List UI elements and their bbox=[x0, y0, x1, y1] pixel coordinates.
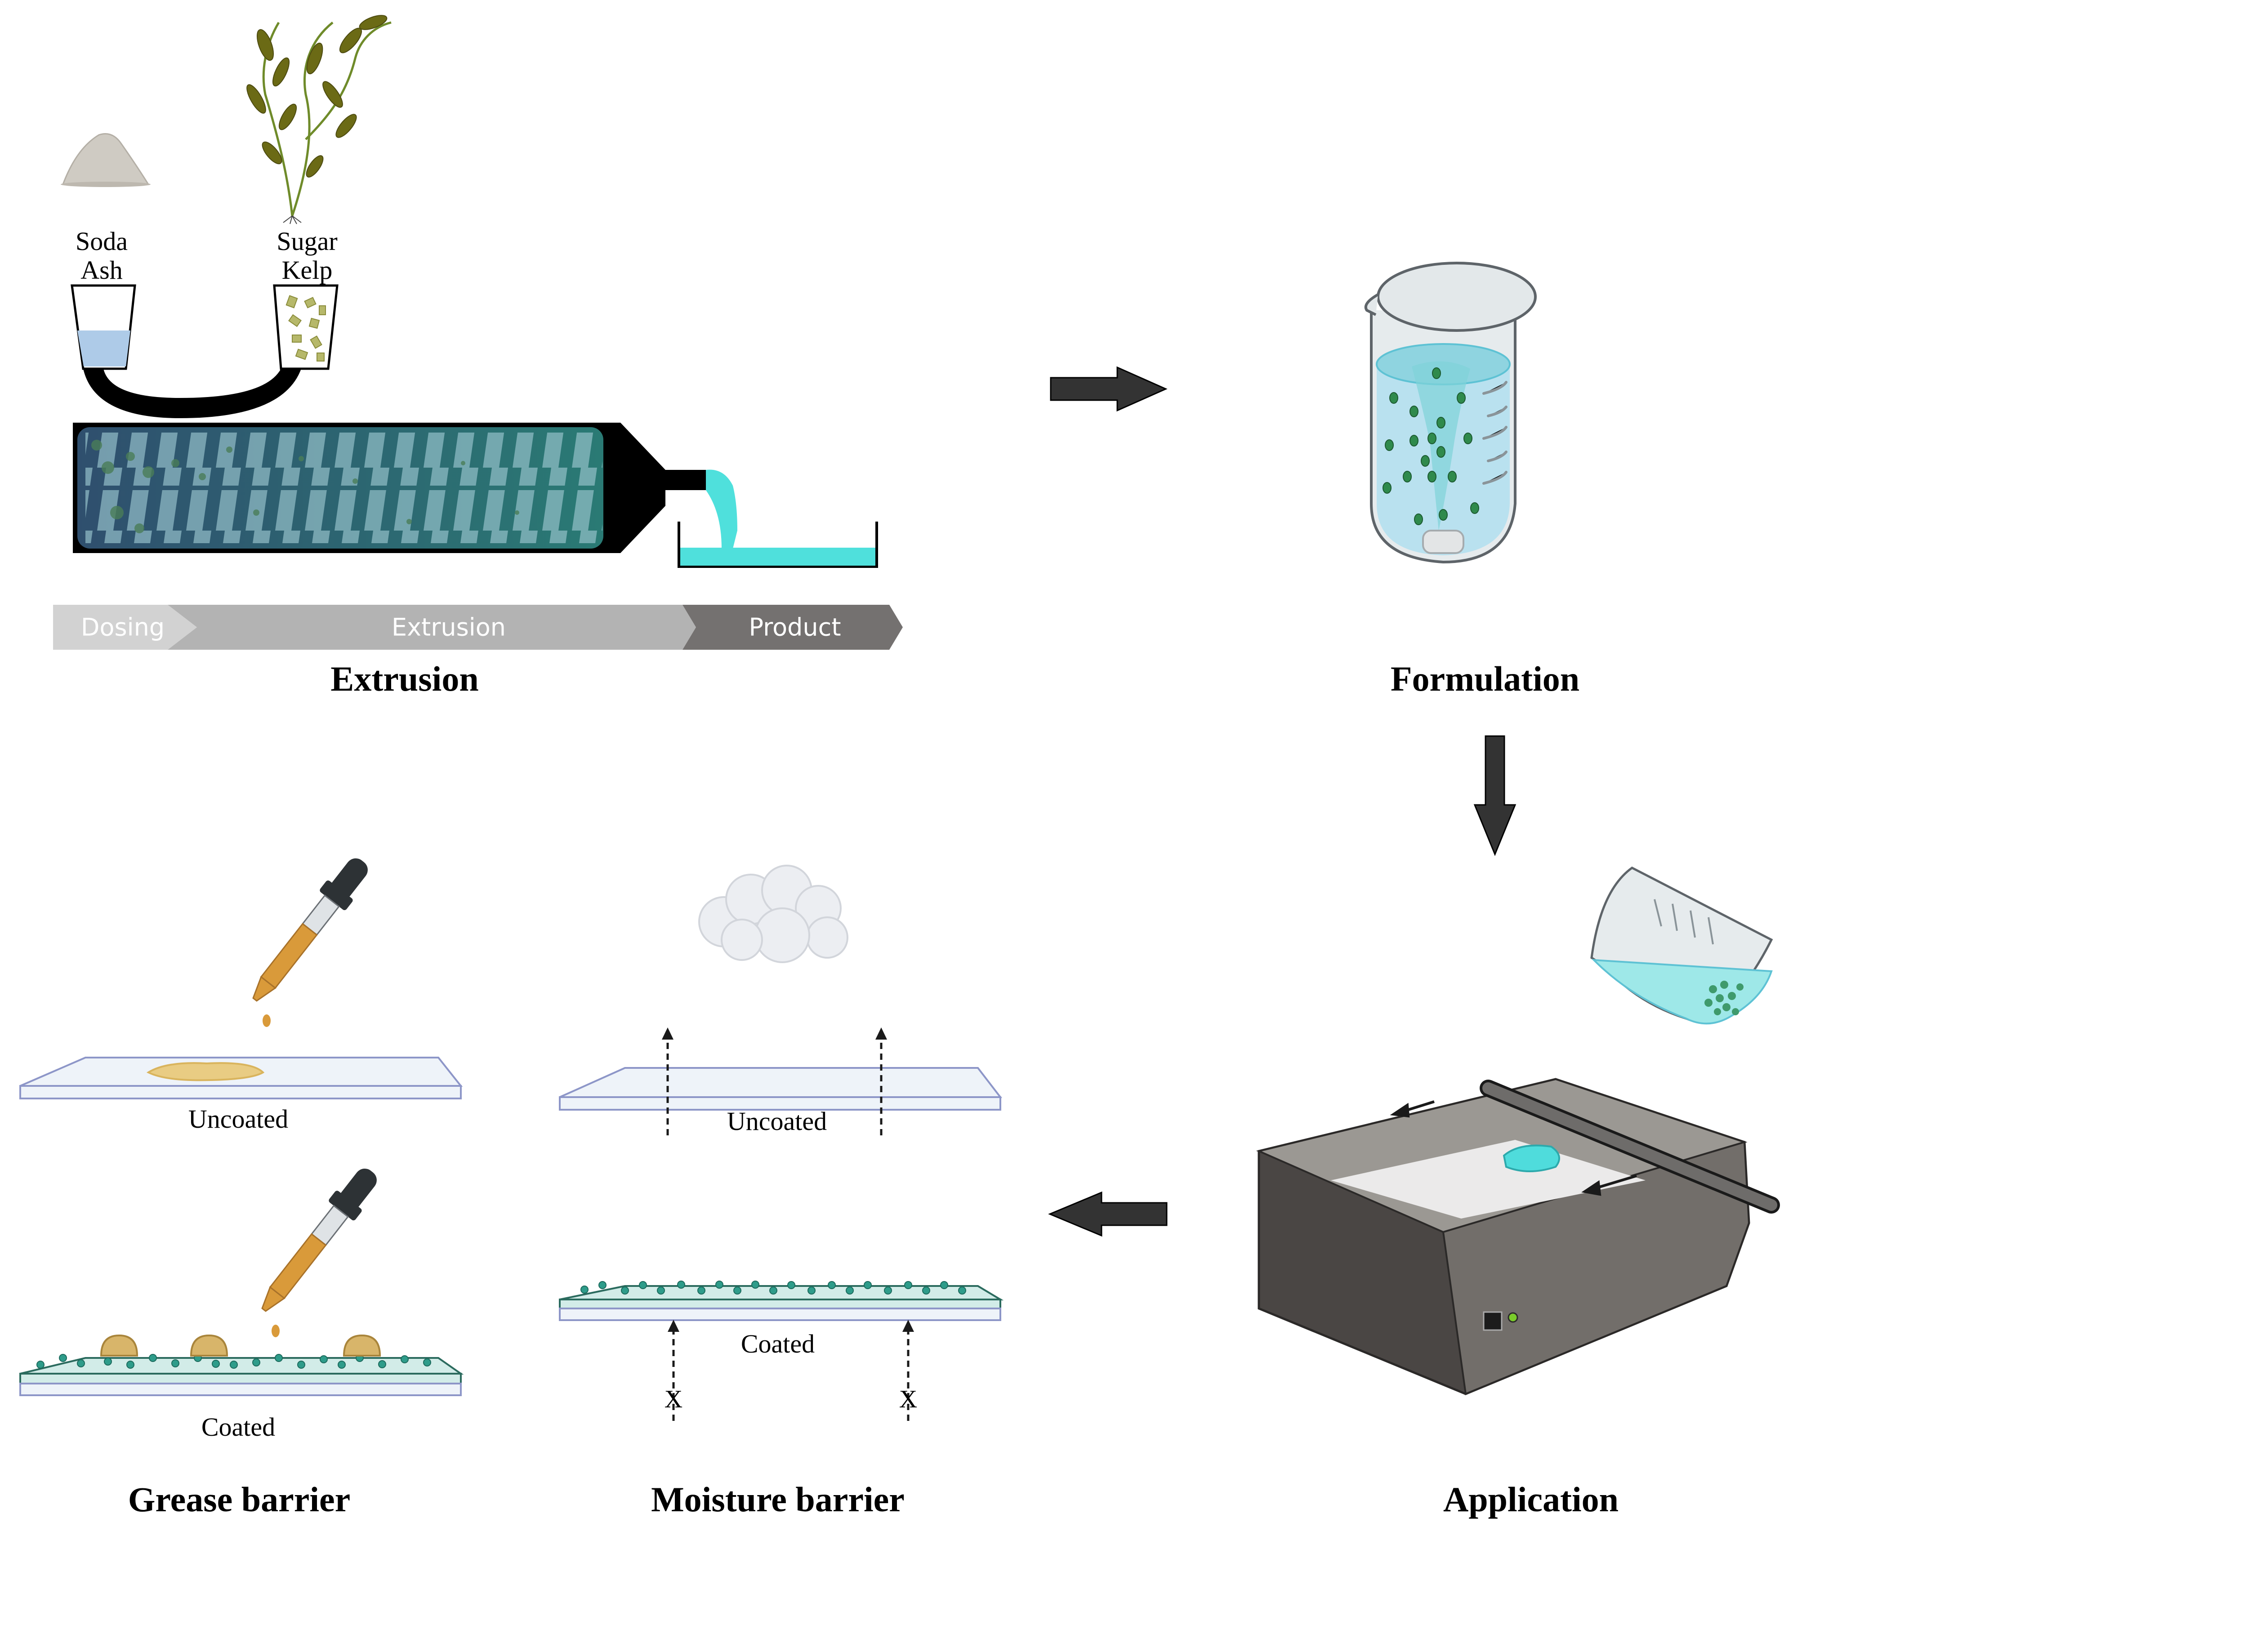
stirred-beaker-icon bbox=[1364, 262, 1537, 564]
moisture-blocked-mark: X bbox=[664, 1385, 683, 1413]
dropper-icon bbox=[252, 858, 368, 1027]
arrow-left-icon bbox=[1048, 1191, 1168, 1237]
coated-substrate bbox=[19, 1334, 464, 1396]
stage-extrusion: Extrusion bbox=[391, 613, 506, 642]
stage-dosing: Dosing bbox=[80, 613, 165, 642]
application-title: Application bbox=[1443, 1480, 1619, 1519]
grease-bead bbox=[190, 1334, 228, 1357]
feed-pipe bbox=[83, 369, 301, 418]
pouring-beaker-icon bbox=[1590, 866, 1773, 1025]
stage-bar: Dosing Extrusion Product bbox=[53, 605, 903, 650]
soda-ash-label: Soda Ash bbox=[76, 227, 128, 285]
stage-extrusion-shape bbox=[168, 605, 696, 650]
product-tray bbox=[678, 522, 878, 568]
formulation-title: Formulation bbox=[1390, 659, 1580, 698]
extrusion-title: Extrusion bbox=[330, 659, 479, 698]
dropper-icon bbox=[261, 1168, 377, 1337]
arrow-down-icon bbox=[1473, 735, 1517, 856]
product-stream bbox=[706, 469, 737, 549]
grease-bead bbox=[343, 1334, 381, 1357]
arrow-right-icon bbox=[1050, 366, 1168, 412]
sugar-kelp-label: Sugar Kelp bbox=[277, 227, 338, 285]
vapor-cloud-icon bbox=[698, 865, 848, 963]
stage-dosing-shape bbox=[53, 605, 197, 650]
moisture-uncoated-substrate bbox=[559, 1027, 1003, 1135]
moisture-coated-label: Coated bbox=[740, 1329, 815, 1358]
sugar-kelp-hopper bbox=[273, 284, 339, 370]
coating-droplet bbox=[1503, 1144, 1560, 1172]
grease-coated-label: Coated bbox=[201, 1412, 276, 1442]
stage-product-shape bbox=[682, 605, 903, 650]
soda-ash-hopper bbox=[71, 284, 136, 370]
moisture-coated-substrate bbox=[559, 1281, 1004, 1421]
uncoated-substrate bbox=[19, 1057, 463, 1099]
moisture-blocked-mark: X bbox=[899, 1385, 918, 1413]
grease-bead bbox=[100, 1334, 138, 1357]
grease-barrier-title: Grease barrier bbox=[128, 1480, 351, 1519]
moisture-barrier-title: Moisture barrier bbox=[651, 1480, 905, 1519]
grease-uncoated-label: Uncoated bbox=[188, 1104, 289, 1134]
stage-product: Product bbox=[749, 613, 841, 642]
moisture-uncoated-label: Uncoated bbox=[727, 1107, 827, 1136]
rod-coater-icon bbox=[1256, 1078, 1780, 1395]
grease-spread bbox=[146, 1062, 265, 1081]
kelp-plant-icon bbox=[246, 15, 392, 224]
extruder-illustration bbox=[71, 284, 878, 568]
powder-pile-icon bbox=[61, 133, 151, 187]
